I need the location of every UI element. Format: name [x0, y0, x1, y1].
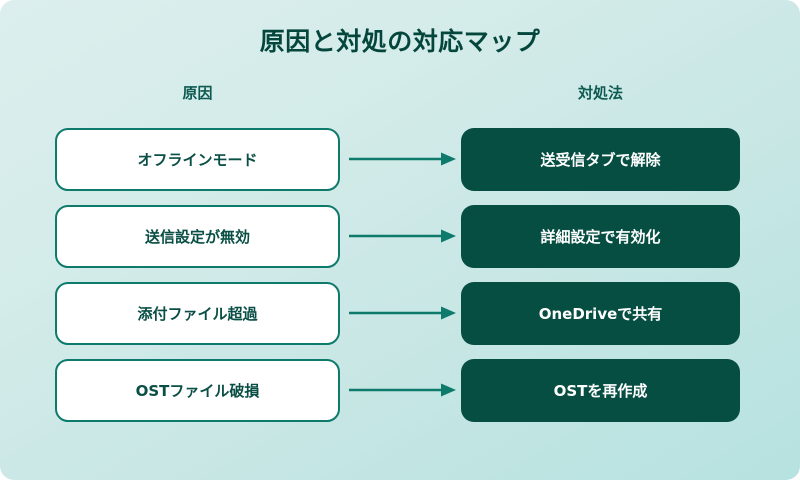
page-title: 原因と対処の対応マップ — [259, 27, 541, 56]
fix-card[interactable]: 送受信タブで解除 — [461, 128, 740, 191]
column-header-cause: 原因 — [182, 84, 213, 102]
cause-card[interactable]: オフラインモード — [55, 128, 340, 191]
fix-card[interactable]: OSTを再作成 — [461, 359, 740, 422]
mapping-row: オフラインモード 送受信タブで解除 — [0, 128, 800, 191]
mapping-row: 添付ファイル超過 OneDriveで共有 — [0, 282, 800, 345]
fix-card[interactable]: 詳細設定で有効化 — [461, 205, 740, 268]
mapping-row: 送信設定が無効 詳細設定で有効化 — [0, 205, 800, 268]
fix-card[interactable]: OneDriveで共有 — [461, 282, 740, 345]
cause-card[interactable]: 送信設定が無効 — [55, 205, 340, 268]
mapping-row: OSTファイル破損 OSTを再作成 — [0, 359, 800, 422]
arrow-right-icon — [349, 228, 457, 244]
arrow-right-icon — [349, 305, 457, 321]
column-header-fix: 対処法 — [577, 84, 623, 102]
cause-card[interactable]: OSTファイル破損 — [55, 359, 340, 422]
cause-card[interactable]: 添付ファイル超過 — [55, 282, 340, 345]
arrow-right-icon — [349, 151, 457, 167]
arrow-right-icon — [349, 382, 457, 398]
